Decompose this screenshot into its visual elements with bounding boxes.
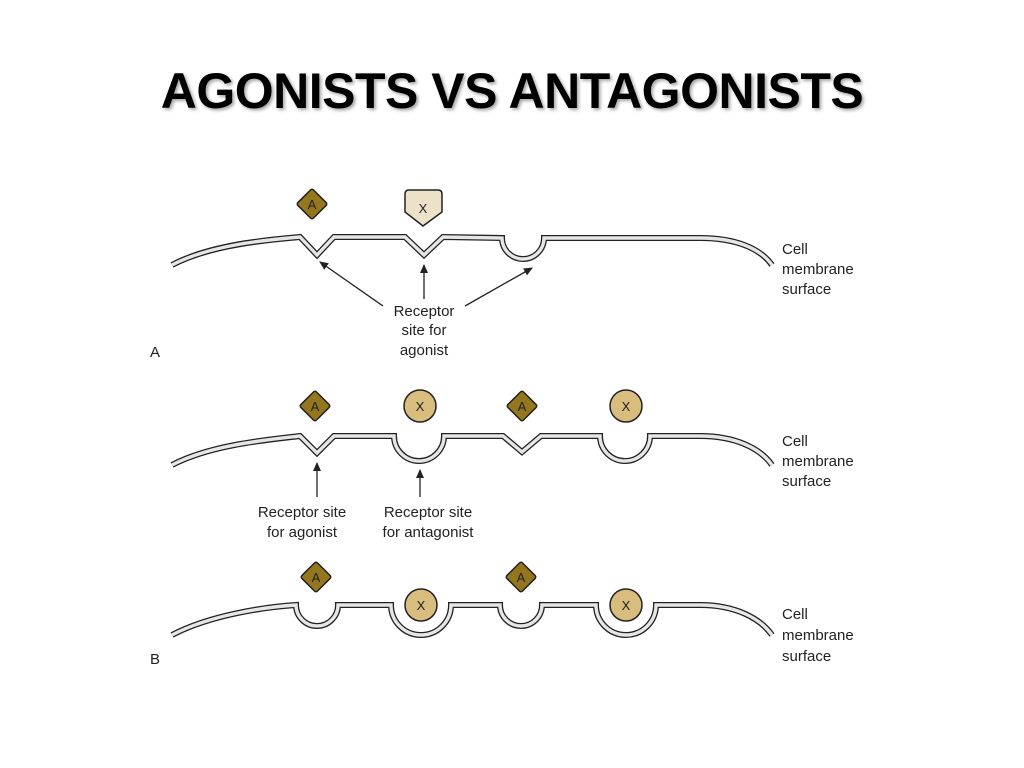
agonist-ligand-b1-1-label: A — [311, 399, 320, 414]
antagonist-ligand-b2-2-bound: X — [609, 588, 643, 622]
receptor-label-a-line-2: site for — [401, 322, 446, 339]
antagonist-ligand-b2-1-label: X — [417, 598, 426, 613]
membrane-label-a-line-1: Cell — [782, 241, 808, 258]
antagonist-site-label-line-2: for antagonist — [383, 524, 475, 541]
panel-b-bound: A X A X Cell membrane surface B — [150, 561, 854, 668]
agonist-ligand-b1-2-label: A — [518, 399, 527, 414]
agonist-ligand-b2-1: A — [300, 561, 332, 593]
receptor-arrows-a — [319, 261, 533, 307]
agonist-ligand-b2-2: A — [505, 561, 537, 593]
agonist-site-label-line-2: for agonist — [267, 524, 338, 541]
panel-a-letter: A — [150, 344, 160, 361]
agonist-ligand-b1-2: A — [506, 390, 538, 422]
agonist-ligand-b1-1: A — [299, 390, 331, 422]
membrane-label-b1-line-1: Cell — [782, 433, 808, 450]
antagonist-site-label-line-1: Receptor site — [384, 504, 472, 521]
panel-b-unbound: A X A X Receptor site for agonist Recept… — [170, 389, 854, 541]
antagonist-ligand-b1-2: X — [609, 389, 643, 423]
agonist-ligand-b2-2-label: A — [517, 570, 526, 585]
unbound-antagonist-ligand-a: X — [404, 189, 443, 227]
cell-membrane-b2 — [170, 601, 775, 638]
antagonist-ligand-b2-1-bound: X — [404, 588, 438, 622]
receptor-label-a-line-1: Receptor — [394, 303, 455, 320]
membrane-label-a-line-2: membrane — [782, 261, 854, 278]
antagonist-ligand-b1-1: X — [403, 389, 437, 423]
membrane-label-a-line-3: surface — [782, 281, 831, 298]
membrane-label-b2-line-2: membrane — [782, 627, 854, 644]
membrane-label-b1-line-3: surface — [782, 473, 831, 490]
antagonist-ligand-b1-1-label: X — [416, 399, 425, 414]
slide-title: AGONISTS VS ANTAGONISTS — [160, 63, 864, 119]
agonist-ligand-a: A — [296, 188, 328, 220]
cell-membrane-b1 — [170, 432, 775, 468]
antagonist-ligand-b2-2-label: X — [622, 598, 631, 613]
antagonist-ligand-a-label: X — [419, 201, 428, 216]
membrane-label-b2-line-1: Cell — [782, 606, 808, 623]
membrane-label-b2-line-3: surface — [782, 648, 831, 665]
agonist-ligand-b2-1-label: A — [312, 570, 321, 585]
membrane-label-b1-line-2: membrane — [782, 453, 854, 470]
receptor-label-a-line-3: agonist — [400, 342, 449, 359]
agonist-site-label-line-1: Receptor site — [258, 504, 346, 521]
panel-a: A X Receptor site for agonist Cell membr… — [150, 188, 854, 361]
cell-membrane-a — [170, 233, 775, 268]
receptor-arrows-b1 — [313, 462, 424, 497]
agonist-ligand-a-label: A — [308, 197, 317, 212]
panel-b-letter: B — [150, 651, 160, 668]
antagonist-ligand-b1-2-label: X — [622, 399, 631, 414]
